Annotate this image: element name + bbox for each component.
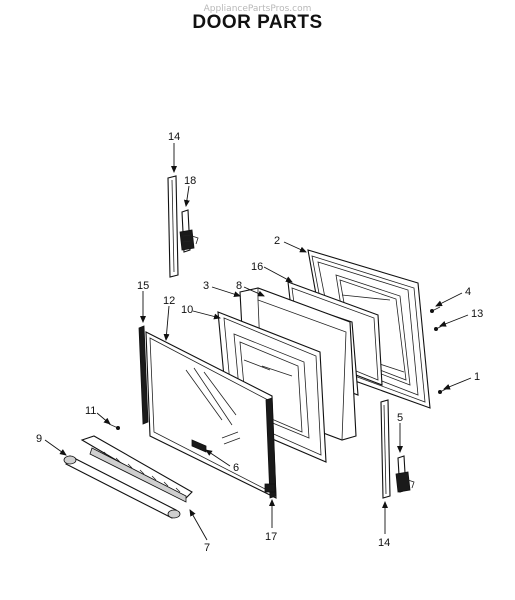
leader-lines [44, 143, 472, 541]
callout-5: 5 [397, 412, 403, 424]
callout-14-top: 14 [168, 131, 180, 143]
callout-9: 9 [36, 433, 42, 445]
callout-4: 4 [465, 286, 471, 298]
callout-7: 7 [204, 542, 210, 554]
callout-17: 17 [265, 531, 277, 543]
callout-15: 15 [137, 280, 149, 292]
part-9-handle [63, 455, 181, 519]
callout-12: 12 [163, 295, 175, 307]
callout-16: 16 [251, 261, 263, 273]
part-5-hinge-right [395, 455, 415, 493]
watermark: AppliancePartsPros.com [203, 4, 312, 14]
callout-13: 13 [471, 308, 483, 320]
callout-2: 2 [274, 235, 280, 247]
callout-labels: 14 18 2 16 3 8 4 13 15 12 10 1 5 11 9 6 … [36, 131, 483, 554]
part-14-hinge-bar-left [167, 175, 179, 278]
page-title: DOOR PARTS [192, 12, 323, 33]
part-7-door-vent-trim [80, 435, 193, 503]
part-11-screw [108, 423, 120, 430]
callout-1: 1 [474, 371, 480, 383]
callout-11: 11 [85, 405, 96, 417]
callout-3: 3 [203, 280, 209, 292]
callout-6: 6 [233, 462, 239, 474]
part-18-hinge [179, 209, 199, 253]
callout-8: 8 [236, 280, 242, 292]
callout-10: 10 [181, 304, 193, 316]
callout-14-bottom: 14 [378, 537, 390, 549]
part-15-trim-strip [138, 325, 149, 425]
callout-18: 18 [184, 175, 196, 187]
part-14-hinge-bar-right [380, 399, 391, 499]
part-4-screw [430, 306, 441, 313]
part-1-screw [438, 387, 449, 394]
part-13-screw [434, 324, 445, 331]
part-17-trim-strip [264, 397, 277, 499]
